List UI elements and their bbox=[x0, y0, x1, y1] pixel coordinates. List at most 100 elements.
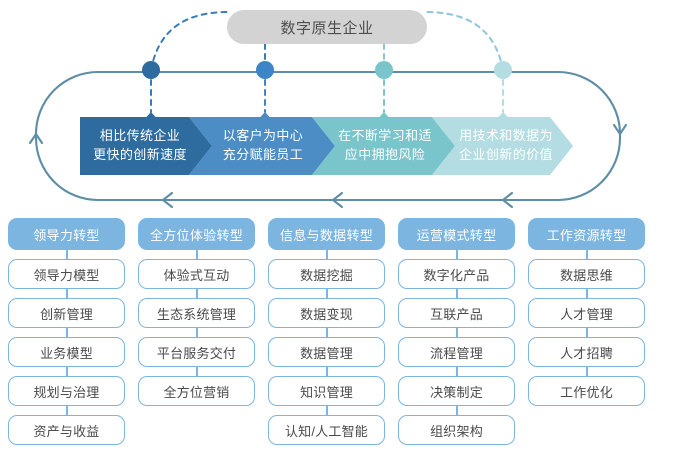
column-workforce: 工作资源转型 数据思维 人才管理 人才招聘 工作优化 bbox=[528, 218, 645, 458]
item-label: 数据思维 bbox=[560, 267, 613, 283]
item-label: 领导力模型 bbox=[33, 267, 100, 283]
list-item[interactable]: 生态系统管理 bbox=[138, 298, 255, 328]
item-label: 创新管理 bbox=[40, 306, 93, 322]
milestone-dot-4[interactable] bbox=[494, 61, 512, 79]
list-item[interactable]: 平台服务交付 bbox=[138, 337, 255, 367]
connector-line bbox=[195, 250, 198, 259]
item-label: 组织架构 bbox=[430, 423, 483, 439]
stage-chevron-band: 相比传统企业更快的创新速度 以客户为中心充分赋能员工 在不断学习和适应中拥抱风险… bbox=[80, 117, 573, 175]
column-header-experience[interactable]: 全方位体验转型 bbox=[138, 218, 255, 250]
loop-arrowheads bbox=[28, 123, 628, 209]
list-item[interactable]: 数据思维 bbox=[528, 259, 645, 289]
column-header-leadership[interactable]: 领导力转型 bbox=[8, 218, 125, 250]
connector-line bbox=[455, 328, 458, 337]
list-item[interactable]: 创新管理 bbox=[8, 298, 125, 328]
dashed-arc-right bbox=[424, 11, 504, 71]
list-item[interactable]: 数据挖掘 bbox=[268, 259, 385, 289]
stage-card-3[interactable]: 在不断学习和适应中拥抱风险 bbox=[325, 117, 445, 175]
column-header-operating-model[interactable]: 运营模式转型 bbox=[398, 218, 515, 250]
column-items-information-data: 数据挖掘 数据变现 数据管理 知识管理 认知/人工智能 bbox=[268, 250, 385, 445]
column-header-workforce[interactable]: 工作资源转型 bbox=[528, 218, 645, 250]
arrow-up-icon bbox=[28, 132, 44, 145]
dashed-arc-left bbox=[150, 11, 230, 71]
list-item[interactable]: 互联产品 bbox=[398, 298, 515, 328]
list-item[interactable]: 人才管理 bbox=[528, 298, 645, 328]
list-item[interactable]: 业务模型 bbox=[8, 337, 125, 367]
chevron-shape-3 bbox=[312, 117, 455, 175]
item-label: 认知/人工智能 bbox=[284, 423, 368, 439]
milestone-dot-2[interactable] bbox=[256, 61, 274, 79]
column-header-label: 全方位体验转型 bbox=[149, 227, 244, 243]
column-items-experience: 体验式互动 生态系统管理 平台服务交付 全方位营销 bbox=[138, 250, 255, 406]
digital-native-enterprise-pill[interactable]: 数字原生企业 bbox=[227, 10, 427, 44]
column-header-label: 信息与数据转型 bbox=[279, 227, 374, 243]
item-label: 决策制定 bbox=[430, 384, 483, 400]
list-item[interactable]: 领导力模型 bbox=[8, 259, 125, 289]
list-item[interactable]: 数据变现 bbox=[268, 298, 385, 328]
stage-1-text: 相比传统企业更快的创新速度 bbox=[93, 128, 187, 162]
item-label: 生态系统管理 bbox=[156, 306, 237, 322]
list-item[interactable]: 决策制定 bbox=[398, 376, 515, 406]
item-label: 人才招聘 bbox=[560, 345, 613, 361]
chevron-shape-1 bbox=[80, 117, 212, 175]
item-label: 数据挖掘 bbox=[300, 267, 353, 283]
list-item[interactable]: 数字化产品 bbox=[398, 259, 515, 289]
list-item[interactable]: 人才招聘 bbox=[528, 337, 645, 367]
pill-label: 数字原生企业 bbox=[280, 19, 374, 37]
arrow-left-icon bbox=[161, 191, 174, 209]
connector-line bbox=[195, 328, 198, 337]
list-item[interactable]: 知识管理 bbox=[268, 376, 385, 406]
connector-line bbox=[325, 367, 328, 376]
list-item[interactable]: 资产与收益 bbox=[8, 415, 125, 445]
stage-card-2[interactable]: 以客户为中心充分赋能员工 bbox=[203, 117, 323, 175]
stage-card-4[interactable]: 用技术和数据为企业创新的价值 bbox=[445, 117, 567, 175]
list-item[interactable]: 流程管理 bbox=[398, 337, 515, 367]
list-item[interactable]: 工作优化 bbox=[528, 376, 645, 406]
item-label: 资产与收益 bbox=[33, 423, 100, 439]
column-operating-model: 运营模式转型 数字化产品 互联产品 流程管理 决策制定 组织架构 bbox=[398, 218, 515, 458]
cycle-loop-outline bbox=[34, 70, 622, 202]
connector-line bbox=[65, 367, 68, 376]
connector-line bbox=[65, 289, 68, 298]
column-items-leadership: 领导力模型 创新管理 业务模型 规划与治理 资产与收益 bbox=[8, 250, 125, 445]
connector-line bbox=[65, 328, 68, 337]
connector-line bbox=[455, 250, 458, 259]
stage-4-text: 用技术和数据为企业创新的价值 bbox=[459, 128, 553, 162]
list-item[interactable]: 全方位营销 bbox=[138, 376, 255, 406]
item-label: 流程管理 bbox=[430, 345, 483, 361]
column-information-data: 信息与数据转型 数据挖掘 数据变现 数据管理 知识管理 认知/人工智能 bbox=[268, 218, 385, 458]
connector-line bbox=[65, 250, 68, 259]
list-item[interactable]: 数据管理 bbox=[268, 337, 385, 367]
stage-card-1[interactable]: 相比传统企业更快的创新速度 bbox=[80, 117, 200, 175]
item-label: 工作优化 bbox=[560, 384, 613, 400]
arrow-left-icon bbox=[501, 191, 514, 209]
list-item[interactable]: 组织架构 bbox=[398, 415, 515, 445]
connector-line bbox=[65, 406, 68, 415]
milestone-dot-3[interactable] bbox=[375, 61, 393, 79]
item-label: 数据变现 bbox=[300, 306, 353, 322]
milestone-dot-1[interactable] bbox=[142, 61, 160, 79]
connector-line bbox=[455, 289, 458, 298]
column-header-label: 运营模式转型 bbox=[416, 227, 497, 243]
column-header-information-data[interactable]: 信息与数据转型 bbox=[268, 218, 385, 250]
item-label: 平台服务交付 bbox=[156, 345, 237, 361]
connector-line bbox=[585, 289, 588, 298]
column-experience: 全方位体验转型 体验式互动 生态系统管理 平台服务交付 全方位营销 bbox=[138, 218, 255, 458]
connector-line bbox=[325, 250, 328, 259]
item-label: 互联产品 bbox=[430, 306, 483, 322]
list-item[interactable]: 规划与治理 bbox=[8, 376, 125, 406]
item-label: 数字化产品 bbox=[423, 267, 490, 283]
connector-line bbox=[455, 406, 458, 415]
list-item[interactable]: 认知/人工智能 bbox=[268, 415, 385, 445]
connector-line bbox=[325, 328, 328, 337]
item-label: 数据管理 bbox=[300, 345, 353, 361]
list-item[interactable]: 体验式互动 bbox=[138, 259, 255, 289]
column-items-workforce: 数据思维 人才管理 人才招聘 工作优化 bbox=[528, 250, 645, 406]
connector-line bbox=[325, 289, 328, 298]
connector-line bbox=[585, 328, 588, 337]
connector-line bbox=[325, 406, 328, 415]
item-label: 体验式互动 bbox=[163, 267, 230, 283]
item-label: 全方位营销 bbox=[163, 384, 230, 400]
item-label: 知识管理 bbox=[300, 384, 353, 400]
